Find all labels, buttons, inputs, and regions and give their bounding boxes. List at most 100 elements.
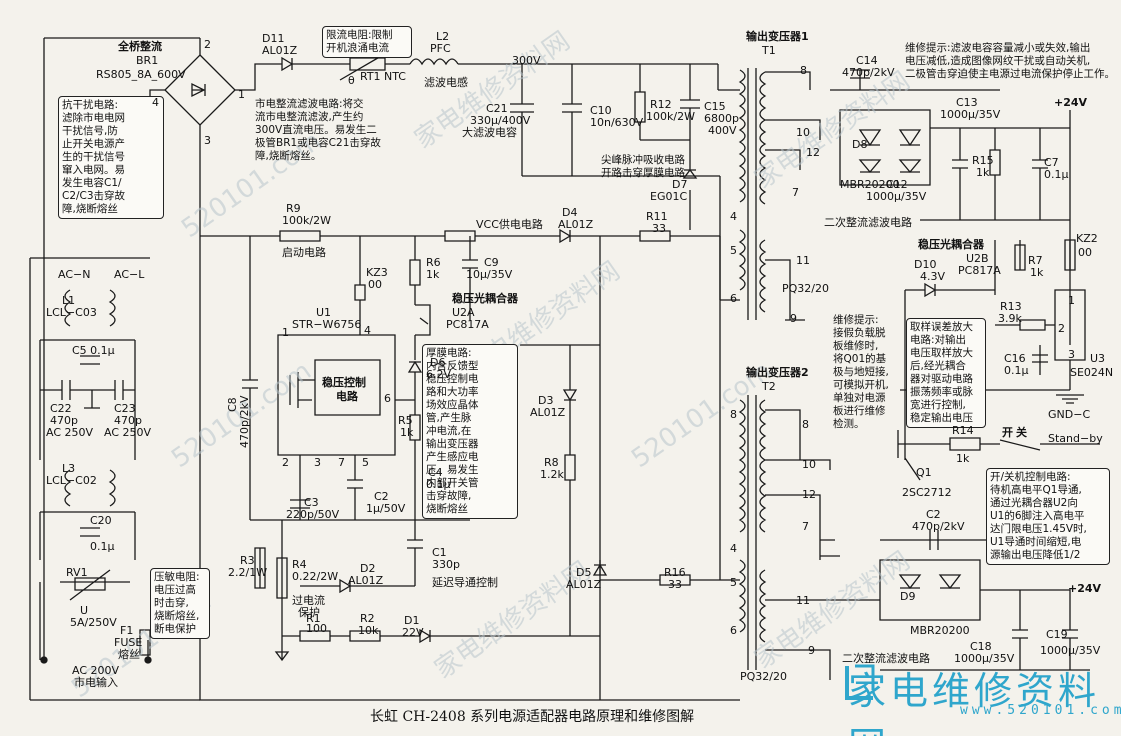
- c9-ref: C9: [484, 256, 499, 269]
- t2-pin: 4: [730, 542, 737, 555]
- r16-value: 33: [668, 578, 682, 591]
- u1-part: STR−W6756: [292, 318, 362, 331]
- d1-value: 22V: [402, 626, 424, 639]
- d9-ref: D9: [900, 590, 916, 603]
- d10-value: 4.3V: [920, 270, 946, 283]
- note-repair-2: 维修提示: 接假负载脱 板维修时, 将Q01的基 极与地短接, 可模拟开机, 单…: [833, 314, 889, 430]
- standby-label: Stand−by: [1048, 432, 1103, 445]
- t2-pin: 7: [802, 520, 809, 533]
- l2-name: PFC: [430, 42, 451, 55]
- d7-value: EG01C: [650, 190, 688, 203]
- c21-ref: C21: [486, 102, 508, 115]
- note-snubber: 尖峰脉冲吸收电路 开路击穿厚膜电路: [601, 154, 685, 179]
- choke-label: 滤波电感: [424, 76, 468, 89]
- c1-value: 330p: [432, 558, 460, 571]
- bridge-part: RS805_8A_600V: [96, 68, 186, 81]
- c12-ref: C12: [886, 178, 908, 191]
- brand-url: www.520101.com: [960, 703, 1121, 718]
- r2-value: 10k: [358, 624, 379, 637]
- t1-pin: 11: [796, 254, 810, 267]
- c22-value2: AC 250V: [46, 426, 94, 439]
- v24-label: +24V: [1054, 96, 1088, 109]
- theta: θ: [348, 74, 355, 87]
- d6-ref: D6: [430, 356, 446, 369]
- opto-b-label: 稳压光耦合器: [918, 238, 984, 251]
- d3-ref: D3: [538, 394, 554, 407]
- u1-pin: 3: [314, 456, 321, 469]
- u1-pin: 4: [364, 324, 371, 337]
- fuse-ref: F1: [120, 624, 134, 637]
- r6-ref: R6: [426, 256, 441, 269]
- r12-ref: R12: [650, 98, 672, 111]
- c18-value: 1000μ/35V: [954, 652, 1015, 665]
- r4-ref: R4: [292, 558, 307, 571]
- u2a-part: PC817A: [446, 318, 489, 331]
- d9-value: MBR20200: [910, 624, 970, 637]
- start-label: 启动电路: [282, 246, 326, 259]
- u3-pin: 3: [1068, 348, 1075, 361]
- l1-value: LCL−C03: [46, 306, 97, 319]
- d5-ref: D5: [576, 566, 592, 579]
- ctrl-label2: 电路: [336, 390, 358, 403]
- ocp-label: 过电流: [292, 594, 325, 607]
- ntc-label: NTC: [384, 70, 406, 83]
- q1-part: 2SC2712: [902, 486, 952, 499]
- bridge-pin: 1: [238, 88, 245, 101]
- t1-core: PQ32/20: [782, 282, 829, 295]
- l3-ref: L3: [62, 462, 76, 475]
- note-sampling: 取样误差放大 电路:对输出 电压取样放大 后,经光耦合 器对驱动电路 振荡频率或…: [906, 318, 986, 428]
- rv1-u: U: [80, 604, 89, 617]
- u2b-ref: U2B: [966, 252, 989, 265]
- sec1-filter-label: 二次整流滤波电路: [824, 216, 912, 229]
- t2-pin: 10: [802, 458, 816, 471]
- d6-value: 6.2V: [426, 368, 452, 381]
- u3-ref: U3: [1090, 352, 1106, 365]
- gnd-label: GND−C: [1048, 408, 1091, 421]
- bridge-pin: 3: [204, 134, 211, 147]
- bridge-ref: BR1: [136, 54, 159, 67]
- rt1-ref: RT1: [360, 70, 381, 83]
- u1-pin: 5: [362, 456, 369, 469]
- u1-pin: 2: [282, 456, 289, 469]
- c16-ref: C16: [1004, 352, 1026, 365]
- brand-logo: [845, 664, 875, 700]
- d10-ref: D10: [914, 258, 937, 271]
- c3-ref: C3: [304, 496, 319, 509]
- d3-value: AL01Z: [530, 406, 566, 419]
- fuse-cn: 熔丝: [118, 648, 140, 661]
- t2-title: 输出变压器2: [746, 366, 809, 379]
- c23-ref: C23: [114, 402, 136, 415]
- bridge-pin: 4: [152, 96, 159, 109]
- r16-ref: R16: [664, 566, 686, 579]
- l3-value: LCL−C02: [46, 474, 97, 487]
- acl-label: AC−L: [114, 268, 145, 281]
- l1-ref: L1: [62, 294, 76, 307]
- v300-label: 300V: [512, 54, 541, 67]
- r6-value: 1k: [426, 268, 440, 281]
- d4-value: AL01Z: [558, 218, 594, 231]
- d11-value: AL01Z: [262, 44, 298, 57]
- c22-ref: C22: [50, 402, 72, 415]
- t2-core: PQ32/20: [740, 670, 787, 683]
- c20-value: 0.1μ: [90, 540, 115, 553]
- sec2-v24-label: +24V: [1068, 582, 1102, 595]
- t1-pin: 8: [800, 64, 807, 77]
- r8-value: 1.2k: [540, 468, 564, 481]
- ctrl-label: 稳压控制: [322, 376, 366, 389]
- kz3-ref: KZ3: [366, 266, 388, 279]
- ac-in-label: AC 200V: [72, 664, 120, 677]
- c9-value: 10μ/35V: [466, 268, 513, 281]
- c23-value2: AC 250V: [104, 426, 152, 439]
- kz3-value: 00: [368, 278, 382, 291]
- r14-ref: R14: [952, 424, 974, 437]
- r15-ref: R15: [972, 154, 994, 167]
- c13-ref: C13: [956, 96, 978, 109]
- c5-label: C5 0.1μ: [72, 344, 115, 357]
- c10-value: 10n/630V: [590, 116, 644, 129]
- c14-ref: C14: [856, 54, 878, 67]
- fuse-name: FUSE: [114, 636, 143, 649]
- switch-off-label: 关: [1016, 426, 1027, 439]
- note-filter: 市电整流滤波电路:将交 流市电整流滤波,产生约 300V直流电压。易发生二 极管…: [255, 98, 381, 162]
- c4-value: 0.1μ: [426, 478, 451, 491]
- r11-ref: R11: [646, 210, 668, 223]
